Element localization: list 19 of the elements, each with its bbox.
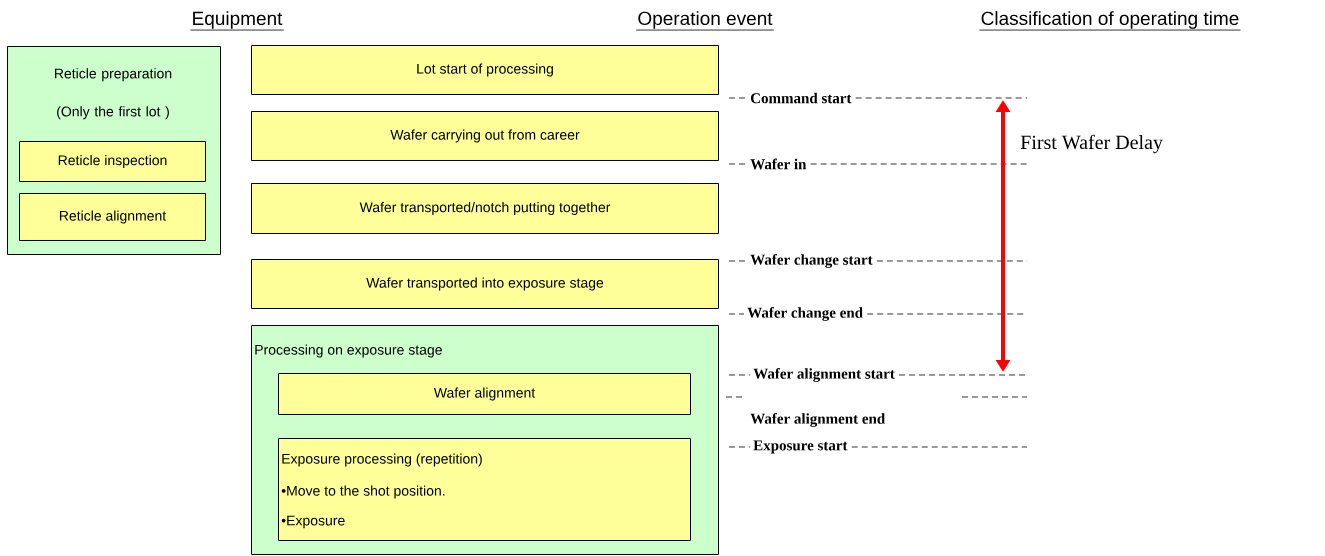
process-box: Wafer alignment: [278, 373, 691, 415]
event-label: Command start: [750, 92, 852, 104]
process-box: Wafer transported/notch putting together: [251, 183, 719, 234]
event-label: Exposure start: [753, 440, 848, 454]
event-label: Wafer alignment end: [750, 413, 885, 427]
interval-label: First Wafer Delay: [1020, 134, 1163, 154]
column-heading: Equipment: [190, 11, 285, 31]
process-box: Wafer carrying out from career: [251, 111, 719, 161]
event-label: Wafer change start: [750, 254, 873, 268]
event-label: Wafer alignment start: [753, 368, 895, 382]
process-box: Reticle alignment: [19, 193, 206, 241]
process-box: Exposure processing (repetition) •Move to the shot position. •Exposure: [278, 438, 691, 541]
event-label: Wafer in: [750, 158, 807, 170]
column-heading: Operation event: [635, 11, 775, 31]
process-box: Lot start of processing: [251, 45, 719, 95]
process-box: Reticle inspection: [19, 141, 206, 182]
event-label: Wafer change end: [747, 307, 863, 321]
process-box: Wafer transported into exposure stage: [251, 259, 719, 309]
column-heading: Classification of operating time: [979, 11, 1241, 31]
